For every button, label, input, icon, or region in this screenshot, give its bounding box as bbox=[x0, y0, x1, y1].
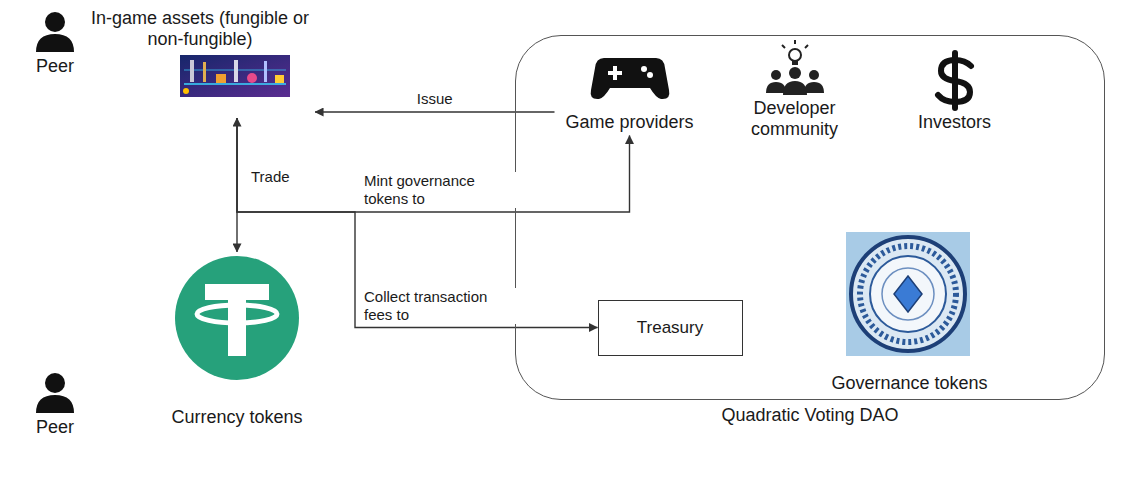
governance-node: Governance tokens bbox=[820, 228, 1000, 396]
provider-node: Game providers bbox=[555, 48, 705, 136]
person-head bbox=[771, 70, 781, 80]
dao-region: Quadratic Voting DAOGame providersDevelo… bbox=[515, 35, 1105, 400]
connector bbox=[315, 111, 555, 112]
item-staff bbox=[203, 62, 206, 82]
item-staff bbox=[264, 61, 267, 82]
coin-inner bbox=[882, 268, 934, 320]
person-head bbox=[809, 70, 819, 80]
bulb-base bbox=[792, 61, 798, 65]
game-assets-picture bbox=[180, 55, 290, 97]
peer-body bbox=[36, 395, 74, 413]
node-label: Developer community bbox=[735, 98, 855, 139]
person-head bbox=[789, 67, 801, 79]
coin-diamond bbox=[894, 276, 922, 312]
dollar-bar bbox=[952, 53, 958, 108]
gamepad-button bbox=[647, 72, 653, 78]
edge-label: Collect transaction fees to bbox=[362, 288, 518, 324]
edge-label: Issue bbox=[415, 90, 455, 108]
coin-ground bbox=[846, 232, 970, 356]
bulb-ray bbox=[782, 45, 785, 48]
currency-coin bbox=[175, 256, 299, 380]
bulb-ray bbox=[805, 45, 808, 48]
investor-node: Investors bbox=[905, 48, 1005, 136]
community-node: Developer community bbox=[735, 42, 855, 142]
picture-ground bbox=[180, 55, 290, 97]
item-chest bbox=[216, 74, 226, 83]
dollar-icon bbox=[938, 53, 971, 108]
gamepad-button bbox=[641, 66, 647, 72]
node-label: Governance tokens bbox=[820, 373, 1000, 394]
peer-head bbox=[45, 373, 65, 393]
gamepad-icon bbox=[591, 58, 670, 99]
coin-band bbox=[860, 246, 956, 342]
shelf bbox=[184, 83, 286, 85]
bulb bbox=[789, 49, 801, 61]
asset-box: In-game assets (fungible or non-fungible… bbox=[85, 6, 315, 118]
coin-face bbox=[870, 256, 946, 332]
peer-label: Peer bbox=[25, 417, 85, 438]
node-label: In-game assets (fungible or non-fungible… bbox=[89, 8, 311, 49]
item-coin bbox=[275, 75, 284, 83]
person-body bbox=[783, 81, 807, 95]
connector bbox=[237, 118, 630, 212]
person-body bbox=[804, 82, 824, 93]
peer-icon bbox=[36, 373, 74, 413]
gamepad-cross bbox=[613, 66, 617, 80]
community-icon bbox=[766, 40, 824, 95]
peer-icon bbox=[36, 12, 74, 52]
connector bbox=[237, 118, 598, 328]
item-sword bbox=[190, 60, 194, 82]
coin-rim bbox=[851, 237, 965, 351]
node-label: Game providers bbox=[555, 112, 705, 133]
item-orb bbox=[247, 73, 257, 83]
edge-label: Trade bbox=[249, 168, 292, 186]
gamepad-body bbox=[591, 58, 670, 99]
peer-body bbox=[36, 34, 74, 52]
node-label: Treasury bbox=[599, 318, 742, 338]
node-label: Investors bbox=[905, 112, 1005, 133]
edge-label: Mint governance tokens to bbox=[362, 172, 518, 208]
coin-t-stem bbox=[228, 284, 246, 356]
coin-disc bbox=[175, 256, 299, 380]
peer-head bbox=[45, 12, 65, 32]
governance-coin bbox=[846, 232, 970, 356]
currency-coin-node: Currency tokens bbox=[167, 252, 307, 432]
item-sword bbox=[234, 60, 238, 82]
treasury-box: Treasury bbox=[598, 300, 743, 356]
node-label: Currency tokens bbox=[167, 407, 307, 428]
peer-label: Peer bbox=[25, 56, 85, 77]
item-gem bbox=[183, 88, 189, 94]
group-label: Quadratic Voting DAO bbox=[516, 405, 1104, 426]
bulb-ray bbox=[794, 40, 796, 44]
person-body bbox=[766, 82, 786, 93]
